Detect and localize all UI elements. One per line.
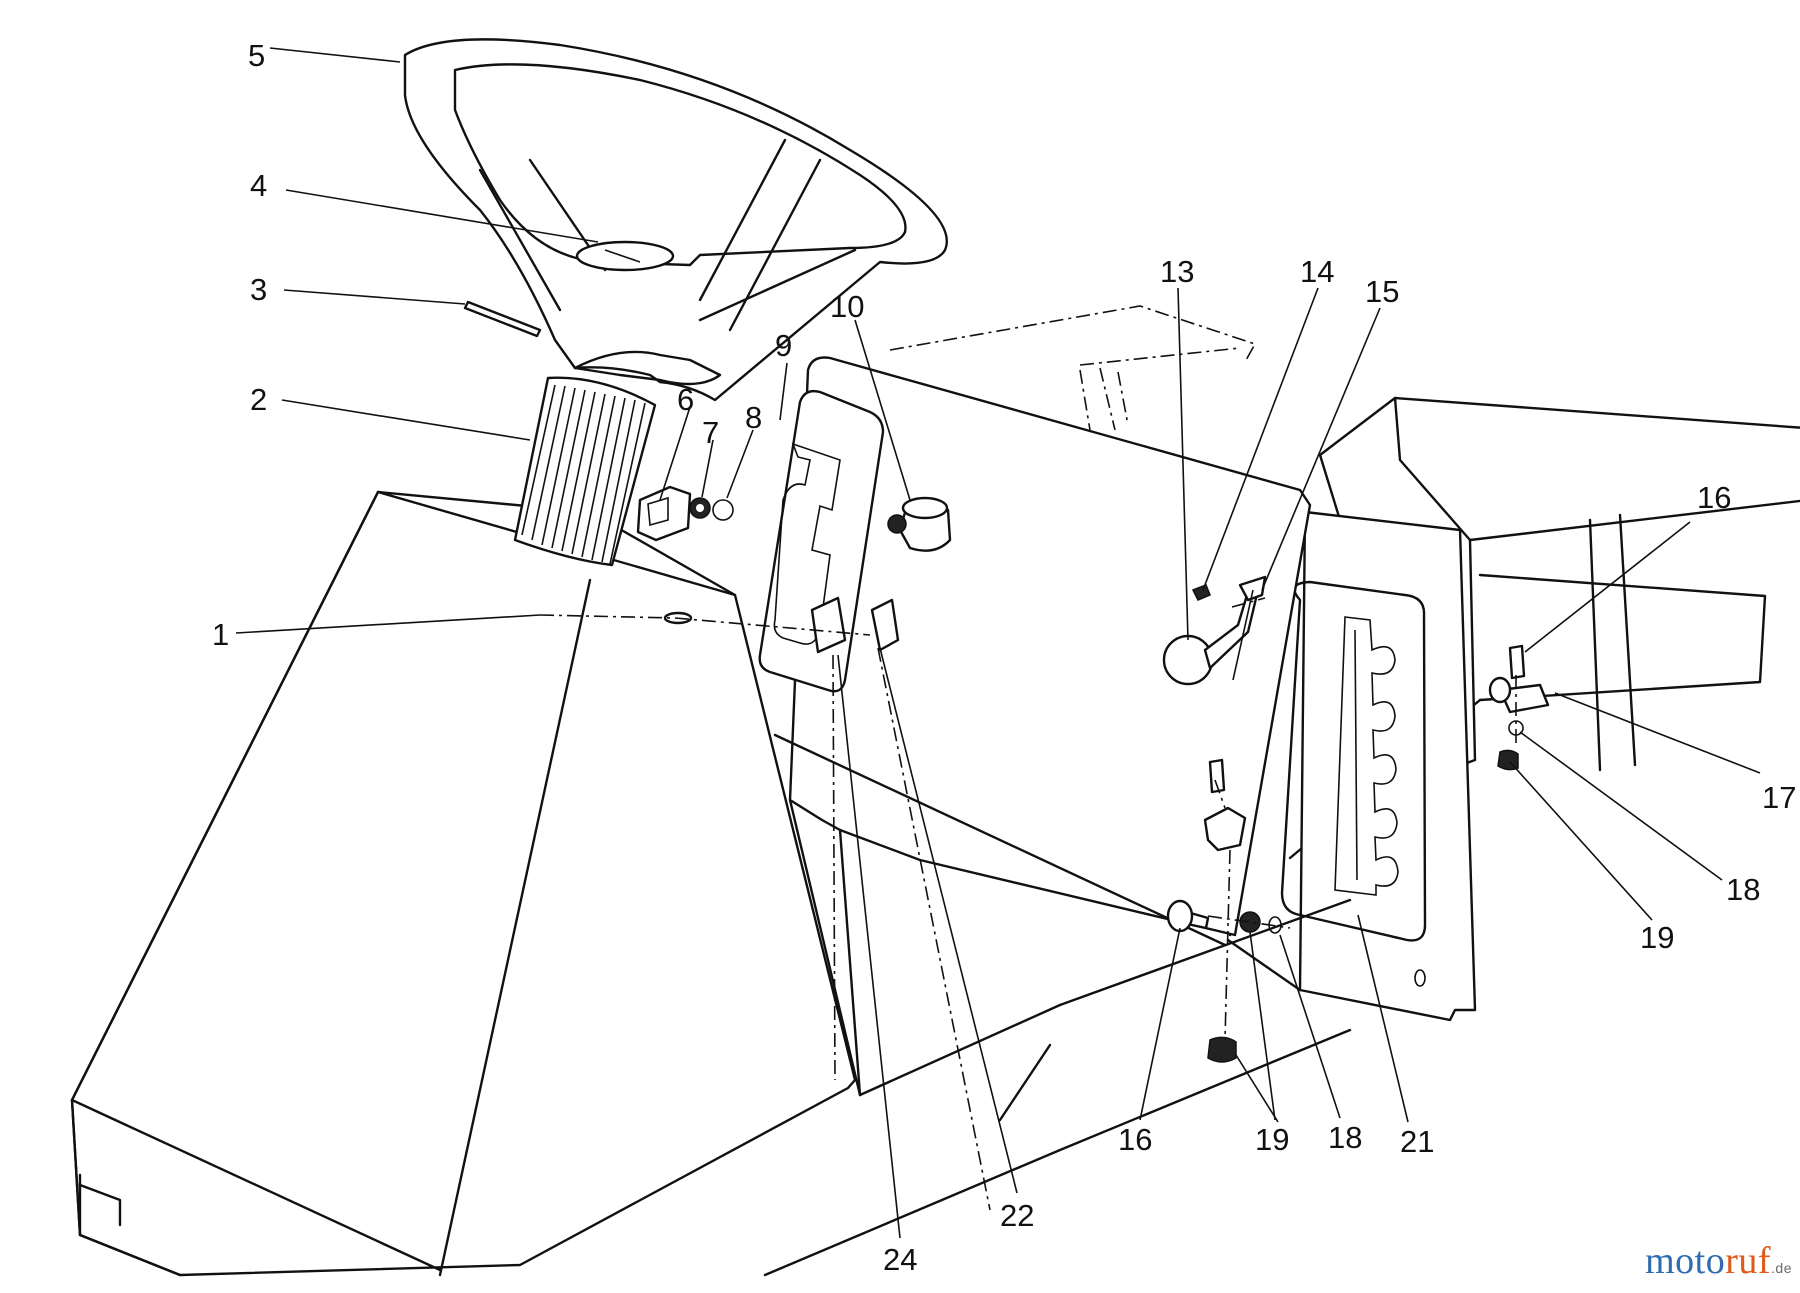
callout-2: 2	[250, 382, 267, 417]
callout-8: 8	[745, 400, 762, 435]
callout-1: 1	[212, 617, 229, 652]
callout-3: 3	[250, 272, 267, 307]
steering-wheel	[403, 38, 948, 402]
watermark-logo: motoruf.de	[1645, 1239, 1792, 1283]
callout-16-lower: 16	[1118, 1122, 1152, 1157]
front-hood	[70, 490, 857, 1277]
callout-13: 13	[1160, 254, 1194, 289]
callout-10: 10	[830, 289, 864, 324]
roll-pin	[463, 300, 542, 338]
callout-18-right: 18	[1726, 872, 1760, 907]
callout-labels: 5 4 3 2 1 6 7 8 9 10 13 14 15 16 17 18 1…	[212, 38, 1796, 1277]
watermark-part-1: moto	[1645, 1240, 1726, 1282]
ignition-parts	[636, 485, 734, 542]
right-bracket-hardware	[1488, 644, 1550, 771]
callout-4: 4	[250, 168, 267, 203]
control-knob	[887, 496, 952, 552]
callout-17: 17	[1762, 780, 1796, 815]
column-boot	[513, 376, 657, 567]
callout-5: 5	[248, 38, 265, 73]
assembly-dashed-lines	[539, 597, 1517, 1211]
callout-15: 15	[1365, 274, 1399, 309]
callout-21: 21	[1400, 1124, 1434, 1159]
callout-6: 6	[677, 382, 694, 417]
callout-16-right: 16	[1697, 480, 1731, 515]
callout-14: 14	[1300, 254, 1334, 289]
callout-9: 9	[775, 328, 792, 363]
watermark-part-2: ruf	[1725, 1240, 1772, 1282]
watermark-part-3: .de	[1771, 1260, 1792, 1276]
callout-19-right: 19	[1640, 920, 1674, 955]
callout-19-lower: 19	[1255, 1122, 1289, 1157]
callout-24: 24	[883, 1242, 917, 1277]
callout-18-lower: 18	[1328, 1120, 1362, 1155]
throttle-lever	[1162, 575, 1267, 686]
callout-7: 7	[702, 415, 719, 450]
leader-lines	[235, 47, 1761, 1239]
lower-pivot-hardware	[1166, 758, 1282, 1063]
callout-22: 22	[1000, 1198, 1034, 1233]
